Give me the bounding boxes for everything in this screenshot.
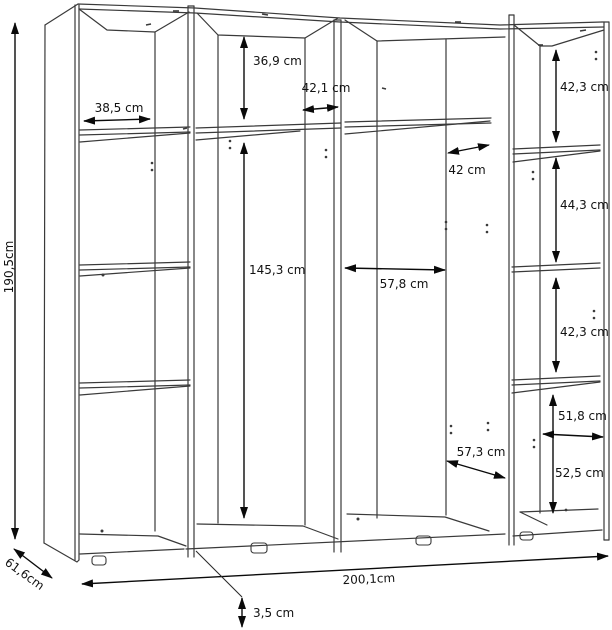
arrow-interior-depth <box>446 460 506 479</box>
label-total-height: 190,5cm <box>2 241 16 294</box>
foot-right <box>519 531 534 541</box>
label-middle-compartment-height: 145,3 cm <box>249 263 305 277</box>
label-upper-middle-width: 42,1 cm <box>302 81 351 95</box>
foot-left <box>91 555 107 566</box>
arrow-left-column-width <box>83 115 151 125</box>
label-foot-height: 3,5 cm <box>253 606 294 620</box>
label-right-second-compartment: 44,3 cm <box>560 198 609 212</box>
foot-center-left <box>250 542 268 554</box>
shelves <box>79 117 603 555</box>
label-right-column-width: 51,8 cm <box>558 409 607 423</box>
label-shelf-depth: 42 cm <box>448 163 485 177</box>
label-right-top-compartment: 42,3 cm <box>560 80 609 94</box>
label-top-compartment-height: 36,9 cm <box>253 54 302 68</box>
arrow-total-width <box>81 552 609 588</box>
label-total-depth: 61,6cm <box>2 555 47 593</box>
label-left-column-width: 38,5 cm <box>95 101 144 115</box>
arrow-shelf-depth <box>447 143 490 155</box>
label-right-bottom-compartment: 52,5 cm <box>555 466 604 480</box>
dimension-arrows <box>11 22 609 628</box>
leader-foot-height <box>195 550 243 598</box>
cabinet-outline <box>43 3 610 563</box>
label-interior-depth: 57,3 cm <box>457 445 506 459</box>
cabinet-interior <box>78 5 605 558</box>
label-middle-section-width: 57,8 cm <box>380 277 429 291</box>
fitting-holes <box>100 10 598 533</box>
foot-center-right <box>415 535 432 546</box>
label-total-width: 200,1cm <box>342 571 395 587</box>
arrow-right-column-width <box>542 430 604 441</box>
arrow-upper-middle-width <box>302 103 339 114</box>
arrow-total-depth <box>13 548 53 579</box>
arrow-middle-section-width <box>344 264 446 274</box>
feet <box>91 531 534 566</box>
label-right-third-compartment: 42,3 cm <box>560 325 609 339</box>
dimension-labels: 190,5cm 61,6cm 200,1cm 3,5 cm 38,5 cm 36… <box>2 54 609 620</box>
